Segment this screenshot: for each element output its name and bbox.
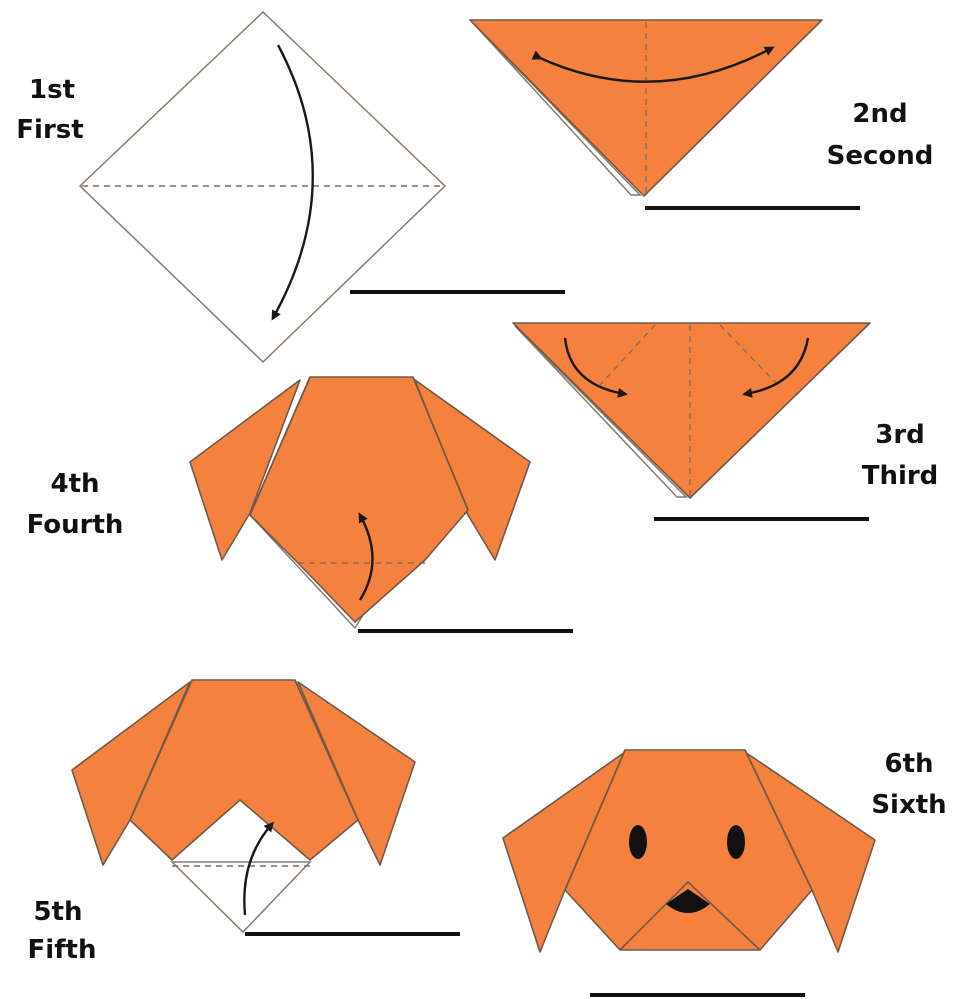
step-6-word: Sixth: [871, 790, 946, 820]
step-6-left-eye: [629, 825, 647, 859]
step-1-word: First: [16, 115, 83, 145]
step-5-ordinal: 5th: [33, 897, 82, 927]
step-1-square-paper: [80, 12, 445, 362]
step-6-right-eye: [727, 825, 745, 859]
step-5-folded-tip: [172, 862, 310, 932]
step-6-ordinal: 6th: [884, 749, 933, 779]
step-3: 3rd Third: [513, 323, 938, 519]
step-3-ordinal: 3rd: [875, 420, 925, 450]
step-4-ordinal: 4th: [50, 469, 99, 499]
step-5: 5th Fifth: [28, 680, 460, 965]
step-3-word: Third: [862, 461, 939, 491]
step-6: 6th Sixth: [503, 749, 947, 995]
step-2-ordinal: 2nd: [852, 99, 907, 129]
step-5-word: Fifth: [28, 935, 97, 965]
step-2: 2nd Second: [470, 20, 933, 208]
step-1: 1st First: [16, 12, 565, 362]
step-1-ordinal: 1st: [29, 75, 75, 105]
step-4-word: Fourth: [27, 510, 124, 540]
step-4: 4th Fourth: [27, 377, 573, 631]
step-2-word: Second: [827, 141, 934, 171]
